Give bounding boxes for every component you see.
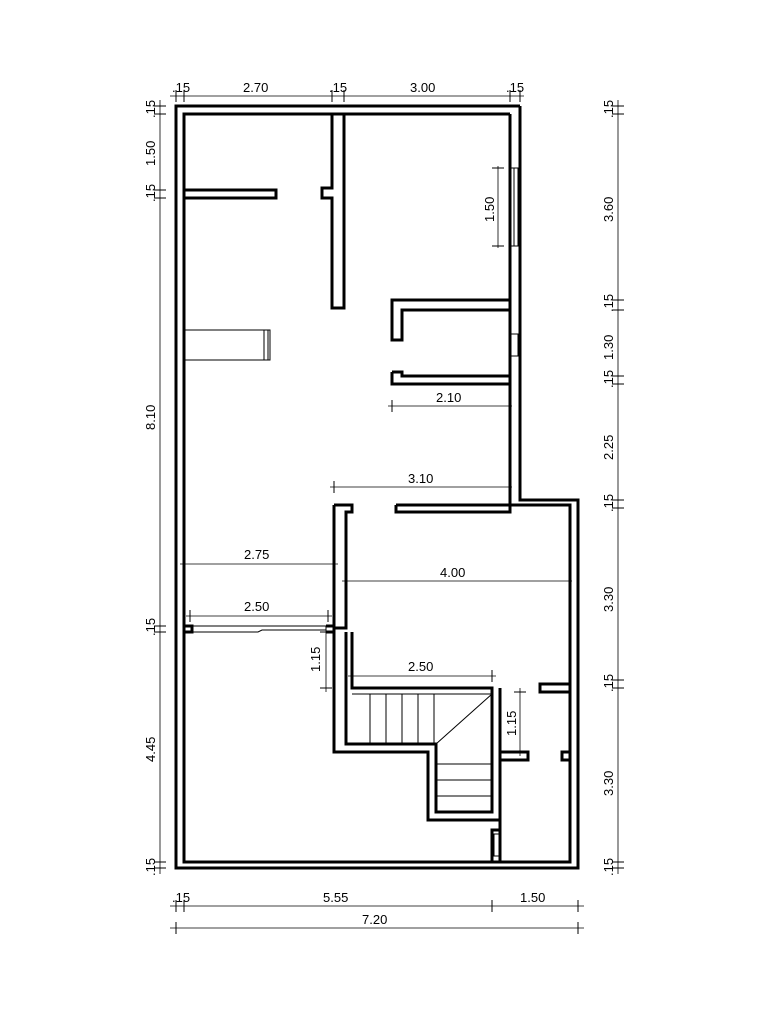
fixtures bbox=[183, 167, 519, 857]
wall-mid-left bbox=[332, 503, 354, 630]
dim-bottom-1: 5.55 bbox=[323, 890, 348, 905]
walls bbox=[174, 104, 580, 870]
outer-wall-inner bbox=[182, 112, 572, 864]
dim-right-7: 3.30 bbox=[601, 587, 616, 612]
dim-left-5: 4.45 bbox=[143, 737, 158, 762]
dim-left-1: 1.50 bbox=[143, 141, 158, 166]
dim-right-5: 2.25 bbox=[601, 435, 616, 460]
dim-right-3: 1.30 bbox=[601, 335, 616, 360]
stair-landing-diagonal bbox=[435, 693, 493, 745]
dim-right-4: .15 bbox=[601, 370, 616, 388]
dim-right-0: .15 bbox=[601, 100, 616, 118]
dim-right-9: 3.30 bbox=[601, 771, 616, 796]
dim-right-room-width: 4.00 bbox=[440, 565, 465, 580]
dim-left-4: .15 bbox=[143, 618, 158, 636]
dim-bottom-0: .15 bbox=[172, 890, 190, 905]
dim-top-3: 3.00 bbox=[410, 80, 435, 95]
dim-right-2: .15 bbox=[601, 294, 616, 312]
dim-right-10: .15 bbox=[601, 858, 616, 876]
counter-edge bbox=[263, 329, 271, 361]
dim-corridor-lower: 3.10 bbox=[408, 471, 433, 486]
dim-bottom-total: 7.20 bbox=[362, 912, 387, 927]
dim-stair-depth-left: 1.15 bbox=[308, 647, 323, 672]
wall-lower-right-mid2 bbox=[560, 750, 570, 762]
wall-closet-bottom bbox=[390, 370, 512, 386]
threshold bbox=[192, 625, 327, 633]
dim-top-0: .15 bbox=[172, 80, 190, 95]
counter bbox=[183, 329, 269, 361]
wall-upper-left-stub bbox=[320, 114, 346, 310]
wall-mid-right bbox=[394, 503, 512, 514]
dim-top-2: .15 bbox=[329, 80, 347, 95]
dim-left-room-width: 2.75 bbox=[244, 547, 269, 562]
dim-left-2: .15 bbox=[143, 184, 158, 202]
wall-stair bbox=[332, 632, 502, 862]
dim-right-1: 3.60 bbox=[601, 197, 616, 222]
wall-partition-right bbox=[326, 624, 336, 634]
dim-left-0: .15 bbox=[143, 100, 158, 118]
dim-right-6: .15 bbox=[601, 494, 616, 512]
dim-left-3: 8.10 bbox=[143, 405, 158, 430]
dim-opening-width: 2.50 bbox=[244, 599, 269, 614]
dim-bottom-2: 1.50 bbox=[520, 890, 545, 905]
wall-stair-inner bbox=[344, 632, 494, 814]
dim-stair-depth-right: 1.15 bbox=[504, 711, 519, 736]
wall-partition bbox=[184, 624, 194, 634]
dim-corridor-upper: 2.10 bbox=[436, 390, 461, 405]
wall-lower-right-top bbox=[538, 682, 570, 694]
dim-stair-width: 2.50 bbox=[408, 659, 433, 674]
dimension-lines bbox=[154, 90, 624, 934]
dim-window-height: 1.50 bbox=[482, 197, 497, 222]
dim-top-1: 2.70 bbox=[243, 80, 268, 95]
dim-left-6: .15 bbox=[143, 858, 158, 876]
wall-lower-right-mid bbox=[500, 750, 530, 762]
wall-upper-right-room bbox=[332, 114, 346, 310]
wall-closet bbox=[390, 298, 510, 342]
dim-right-8: .15 bbox=[601, 674, 616, 692]
dimension-labels: .15 2.70 .15 3.00 .15 .15 1.50 .15 8.10 … bbox=[143, 80, 616, 927]
window-closet bbox=[509, 333, 519, 357]
wall-upper-left bbox=[184, 188, 278, 200]
door-jamb bbox=[493, 833, 501, 857]
dim-top-4: .15 bbox=[506, 80, 524, 95]
outer-wall bbox=[174, 104, 580, 870]
